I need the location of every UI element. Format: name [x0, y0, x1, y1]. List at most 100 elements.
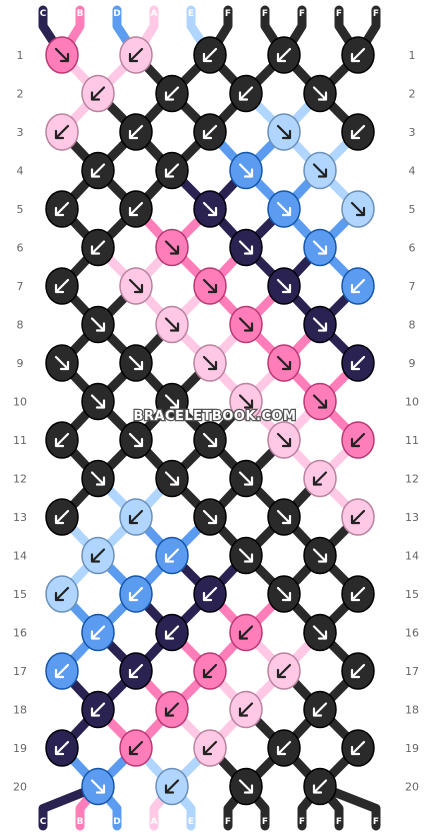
row-number-right: 2	[409, 88, 416, 101]
row-number-right: 10	[405, 396, 419, 409]
arrow-down-right-icon	[312, 163, 328, 178]
arrow-down-right-icon	[128, 355, 144, 371]
row-number-left: 16	[13, 627, 27, 640]
row-number-left: 10	[13, 396, 27, 409]
knot	[119, 652, 153, 690]
knot	[267, 421, 301, 459]
knot	[341, 729, 375, 767]
arrow-down-right-icon	[202, 355, 218, 371]
arrow-down-left-icon	[128, 509, 144, 525]
arrow-down-left-icon	[128, 201, 144, 217]
arrow-down-right-icon	[276, 586, 292, 602]
arrow-down-right-icon	[238, 394, 254, 409]
arrow-down-right-icon	[276, 509, 292, 525]
strand-label-top: F	[373, 9, 379, 19]
arrow-down-left-icon	[312, 471, 328, 486]
arrow-down-right-icon	[312, 625, 328, 640]
knot	[267, 344, 301, 382]
row-number-left: 15	[13, 588, 27, 601]
arrow-down-right-icon	[202, 509, 218, 525]
arrow-down-left-icon	[350, 432, 366, 448]
arrow-down-left-icon	[164, 163, 180, 178]
arrow-down-left-icon	[128, 663, 144, 679]
knot	[155, 536, 189, 575]
knot	[119, 267, 153, 305]
knot	[267, 652, 301, 690]
knot	[229, 690, 263, 729]
knot	[119, 729, 153, 767]
knot	[341, 652, 375, 690]
knot	[45, 729, 79, 767]
arrow-down-left-icon	[90, 548, 106, 563]
knot	[341, 113, 375, 151]
arrow-down-right-icon	[276, 278, 292, 294]
knot-layer	[45, 36, 375, 806]
arrow-down-left-icon	[128, 740, 144, 756]
strand-label-top: D	[113, 9, 120, 19]
strand-label-bottom: F	[225, 817, 231, 827]
knot	[119, 113, 153, 151]
knot	[81, 536, 115, 575]
arrow-down-left-icon	[54, 509, 70, 525]
knot	[267, 498, 301, 536]
arrow-down-left-icon	[54, 586, 70, 602]
row-number-left: 7	[17, 280, 24, 293]
knot	[155, 74, 189, 113]
row-number-right: 7	[409, 280, 416, 293]
knot	[119, 36, 153, 74]
row-number-left: 8	[17, 319, 24, 332]
knot	[229, 536, 263, 575]
arrow-down-left-icon	[276, 47, 292, 63]
knot	[229, 459, 263, 498]
knot	[229, 382, 263, 421]
arrow-down-left-icon	[128, 586, 144, 602]
arrow-down-left-icon	[202, 124, 218, 140]
strand-label-bottom: E	[188, 817, 194, 827]
arrow-down-left-icon	[350, 586, 366, 602]
arrow-down-left-icon	[276, 663, 292, 679]
strand-label-bottom: F	[373, 817, 379, 827]
row-number-right: 9	[409, 357, 416, 370]
row-number-right: 4	[409, 165, 416, 178]
knot	[267, 267, 301, 305]
strand-label-bottom: D	[113, 817, 120, 827]
strand-label-top: F	[225, 9, 231, 19]
arrow-down-left-icon	[238, 702, 254, 717]
knot	[45, 267, 79, 305]
knot	[341, 190, 375, 228]
arrow-down-right-icon	[54, 355, 70, 371]
arrow-down-left-icon	[164, 548, 180, 563]
arrow-down-right-icon	[128, 432, 144, 448]
row-number-left: 6	[17, 242, 24, 255]
arrow-down-right-icon	[312, 394, 328, 409]
knot	[229, 74, 263, 113]
strand-bottom-end	[315, 782, 381, 831]
knot	[45, 652, 79, 690]
knot	[81, 305, 115, 344]
row-number-right: 19	[405, 742, 419, 755]
strand-label-top: F	[299, 9, 305, 19]
knot	[81, 151, 115, 190]
watermark: BRACELETBOOK.COM	[134, 409, 297, 424]
arrow-down-left-icon	[54, 201, 70, 217]
row-number-left: 9	[17, 357, 24, 370]
knot	[81, 767, 115, 806]
arrow-down-right-icon	[164, 240, 180, 255]
arrow-down-left-icon	[202, 663, 218, 679]
strand-label-bottom: A	[151, 817, 158, 827]
arrow-down-left-icon	[238, 625, 254, 640]
knot	[45, 421, 79, 459]
knot	[303, 305, 337, 344]
knot	[303, 613, 337, 652]
row-number-right: 1	[409, 49, 416, 62]
knot	[303, 536, 337, 575]
knot	[267, 36, 301, 74]
knot	[303, 767, 337, 806]
arrow-down-right-icon	[312, 86, 328, 101]
arrow-down-left-icon	[350, 740, 366, 756]
row-number-left: 14	[13, 550, 27, 563]
row-number-right: 17	[405, 665, 419, 678]
row-number-right: 6	[409, 242, 416, 255]
knot	[193, 344, 227, 382]
arrow-down-left-icon	[90, 702, 106, 717]
